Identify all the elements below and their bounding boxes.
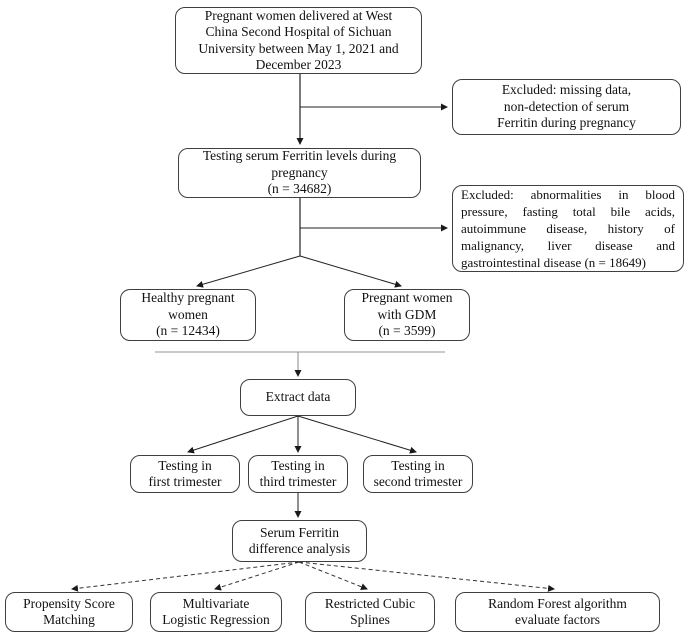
- arrow-analysis-to-rf: [298, 561, 555, 592]
- arrow-extract-to-second: [297, 415, 417, 454]
- arrow-analysis-to-mlr: [214, 561, 300, 591]
- arrow-to-healthy: [196, 255, 301, 288]
- arrow-analysis-to-psm: [71, 561, 300, 592]
- node-excluded-abnormalities-text: Excluded: abnormalities in blood pressur…: [461, 187, 675, 270]
- node-excluded-missing-text: Excluded: missing data,non-detection of …: [497, 82, 636, 131]
- node-excluded-missing: Excluded: missing data,non-detection of …: [452, 79, 681, 135]
- arrow-analysis-to-rcs: [298, 561, 368, 591]
- node-excluded-abnormalities: Excluded: abnormalities in blood pressur…: [452, 185, 684, 272]
- arrow-extract-to-first: [187, 415, 299, 454]
- arrow-to-gdm: [299, 255, 402, 288]
- node-extract-data: Extract data: [240, 379, 356, 416]
- node-extract-data-text: Extract data: [265, 389, 331, 405]
